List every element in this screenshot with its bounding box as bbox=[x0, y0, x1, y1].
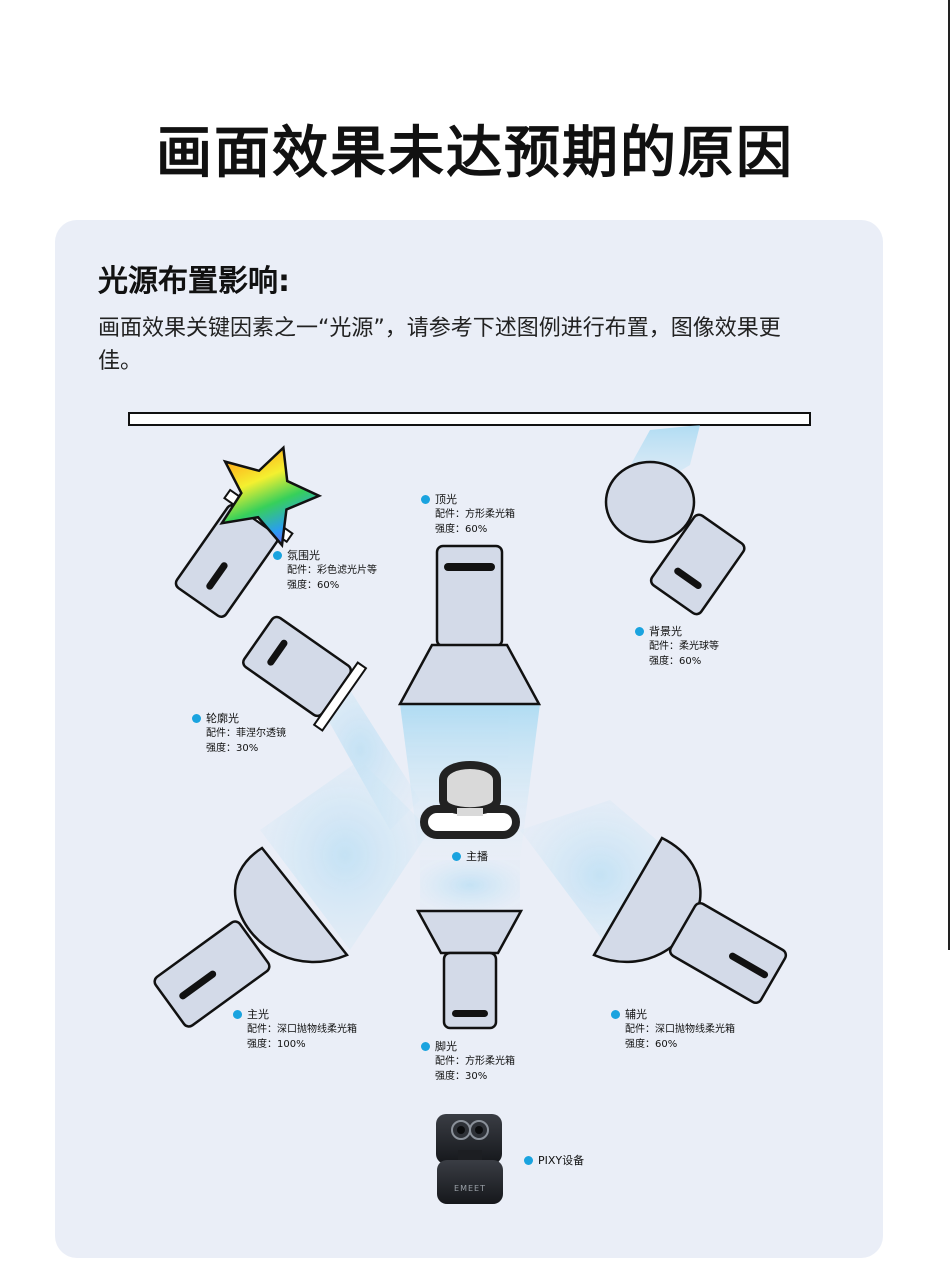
page-title: 画面效果未达预期的原因 bbox=[156, 121, 794, 186]
webcam-icon: EMEET bbox=[436, 1114, 503, 1204]
edge-divider bbox=[948, 0, 950, 950]
person-icon bbox=[420, 761, 520, 839]
section-heading: 光源布置影响: bbox=[98, 264, 290, 299]
key-light-beam bbox=[260, 760, 430, 950]
backdrop-wall bbox=[128, 412, 811, 426]
top-light-fixture bbox=[397, 544, 542, 706]
background-light-fixture bbox=[604, 460, 746, 616]
fill-light-fixture bbox=[592, 836, 788, 1005]
label-fill-light: 辅光 配件：深口抛物线柔光箱 强度：60% bbox=[611, 1007, 735, 1052]
label-pixy-device: PIXY设备 bbox=[524, 1153, 584, 1168]
webcam-brand: EMEET bbox=[454, 1184, 486, 1193]
label-top-light: 顶光 配件：方形柔光箱 强度：60% bbox=[421, 492, 515, 537]
rainbow-star-icon bbox=[219, 445, 323, 549]
label-key-light: 主光 配件：深口抛物线柔光箱 强度：100% bbox=[233, 1007, 357, 1052]
key-light-fixture bbox=[153, 846, 350, 1028]
fill-light-beam bbox=[520, 800, 680, 950]
section-description: 画面效果关键因素之一“光源”，请参考下述图例进行布置，图像效果更佳。 bbox=[98, 316, 781, 374]
rim-light-fixture bbox=[242, 615, 368, 732]
label-ambient-light: 氛围光 配件：彩色滤光片等 强度：60% bbox=[273, 548, 377, 593]
lighting-panel: 光源布置影响: 画面效果关键因素之一“光源”，请参考下述图例进行布置，图像效果更… bbox=[55, 220, 883, 1258]
label-subject: 主播 bbox=[452, 849, 488, 864]
foot-light-fixture bbox=[415, 909, 524, 1030]
label-foot-light: 脚光 配件：方形柔光箱 强度：30% bbox=[421, 1039, 515, 1084]
foot-light-beam bbox=[420, 860, 520, 910]
label-background-light: 背景光 配件：柔光球等 强度：60% bbox=[635, 624, 719, 669]
lighting-diagram: EMEET bbox=[128, 412, 811, 1204]
label-rim-light: 轮廓光 配件：菲涅尔透镜 强度：30% bbox=[192, 711, 286, 756]
